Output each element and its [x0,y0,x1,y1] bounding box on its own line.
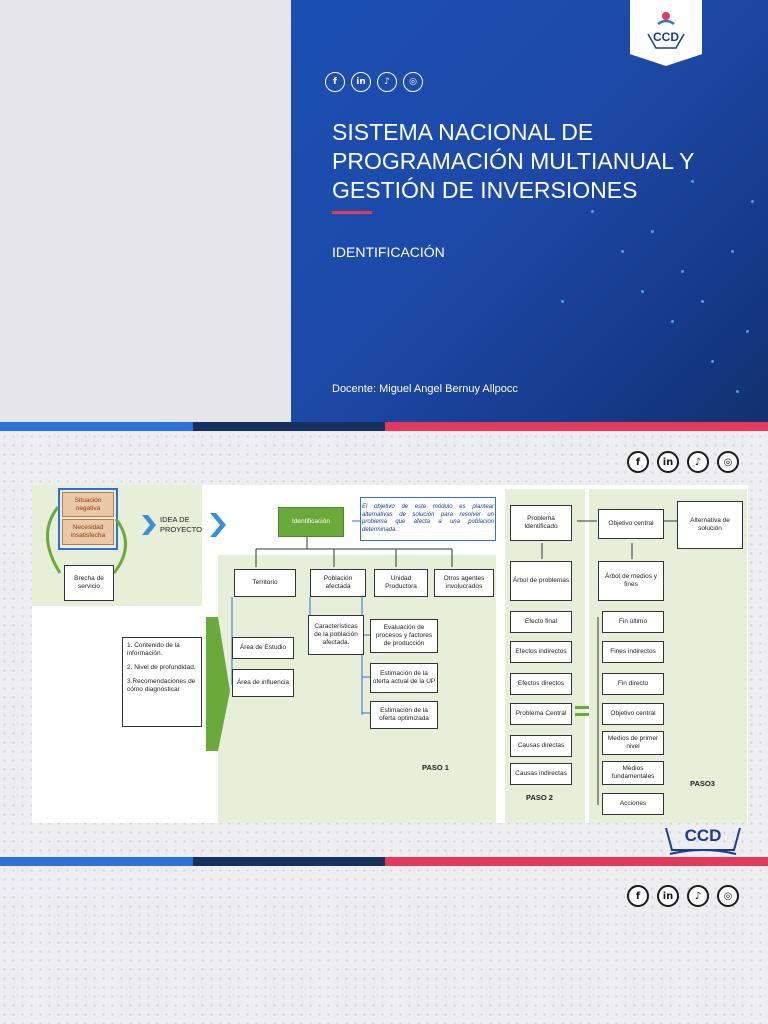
color-stripe [0,422,768,431]
brecha-servicio-box: Brecha de servicio [64,565,114,601]
facebook-icon[interactable]: f [325,72,345,92]
area-influencia-box: Área de influencia [232,669,294,697]
paso1-label: PASO 1 [422,763,449,772]
ccd-logo-text: CCD [653,30,679,44]
social-links-slide2: f in ♪ ◎ [627,451,739,473]
tiktok-icon[interactable]: ♪ [687,451,709,473]
tiktok-icon[interactable]: ♪ [687,885,709,907]
otros-agentes-box: Otros agentes involucrados [434,569,494,597]
instructor-name: Docente: Miguel Angel Bernuy Allpocc [332,383,518,395]
objective-note: El objetivo de este módulo es plantear a… [360,497,496,541]
caracteristicas-box: Características de la población afectada… [308,615,364,655]
problema-central-box: Problema Central [510,703,572,725]
criteria-item: 1. Contenido de la información. [127,642,180,657]
ccd-logo-slide2: CCD [660,824,746,858]
identificacion-box: Identificación [278,507,344,537]
color-stripe [0,857,768,866]
instagram-icon[interactable]: ◎ [717,451,739,473]
efectos-directos-box: Efectos directos [510,673,572,695]
territorio-box: Territorio [234,569,296,597]
slide-cover: CCD f in ♪ ◎ SISTEMA NACIONAL DE PROGRAM… [0,0,768,432]
facebook-icon[interactable]: f [627,451,649,473]
estimacion-optimizada-box: Estimación de la oferta optimizada [370,701,438,729]
causas-indirectas-box: Causas indirectas [510,763,572,785]
fin-ultimo-box: Fin último [602,611,664,633]
instagram-icon[interactable]: ◎ [403,72,423,92]
cover-title: SISTEMA NACIONAL DE PROGRAMACIÓN MULTIAN… [332,119,695,203]
arbol-medios-box: Árbol de medios y fines [598,561,664,601]
objetivo-central-item-box: Objetivo central [602,703,664,725]
efecto-final-box: Efecto final [510,611,572,633]
criteria-item: 2. Nivel de profundidad. [127,664,196,671]
objetivo-central-box: Objetivo central [598,509,664,539]
acciones-box: Acciones [602,793,664,815]
necesidad-insatisfecha-box: Necesidad insatisfecha [62,519,114,545]
medios-primer-nivel-box: Medios de primer nivel [602,731,664,755]
linkedin-icon[interactable]: in [657,885,679,907]
poblacion-box: Población afectada [310,569,366,597]
estimacion-actual-box: Estimación de la oferta actual de la UP [370,663,438,693]
problema-box: Problema Identificado [510,505,572,541]
title-underline [332,211,372,214]
criteria-item: 3.Recomendaciones de cómo diagnosticar [127,678,196,693]
idea-proyecto-label: IDEA DE PROYECTO [160,515,202,534]
fin-directo-box: Fin directo [602,673,664,695]
area-estudio-box: Área de Estudio [232,637,294,659]
cover-subtitle: IDENTIFICACIÓN [332,244,445,260]
identification-diagram: Situación negativa Necesidad insatisfech… [32,485,748,823]
causas-directas-box: Causas directas [510,735,572,757]
efectos-indirectos-box: Efectos indirectos [510,641,572,663]
paso3-label: PASO3 [690,779,715,788]
instagram-icon[interactable]: ◎ [717,885,739,907]
ccd-logo: CCD [630,0,702,66]
situacion-negativa-box: Situación negativa [62,492,114,517]
diagram-connectors [46,488,677,805]
social-links: f in ♪ ◎ [325,72,423,92]
ccd-logo-text: CCD [684,826,722,845]
tiktok-icon[interactable]: ♪ [377,72,397,92]
social-links-slide3: f in ♪ ◎ [627,885,739,907]
linkedin-icon[interactable]: in [351,72,371,92]
criteria-list: 1. Contenido de la información. 2. Nivel… [122,637,202,727]
facebook-icon[interactable]: f [627,885,649,907]
evaluacion-box: Evaluación de procesos y factores de pro… [370,619,438,653]
fines-indirectos-box: Fines indirectos [602,641,664,663]
medios-fundamentales-box: Medios fundamentales [602,761,664,785]
unidad-productora-box: Unidad Productora [374,569,428,597]
linkedin-icon[interactable]: in [657,451,679,473]
paso2-label: PASO 2 [526,793,553,802]
alternativa-box: Alternativa de solución [677,501,743,549]
arbol-problemas-box: Árbol de problemas [510,561,572,601]
